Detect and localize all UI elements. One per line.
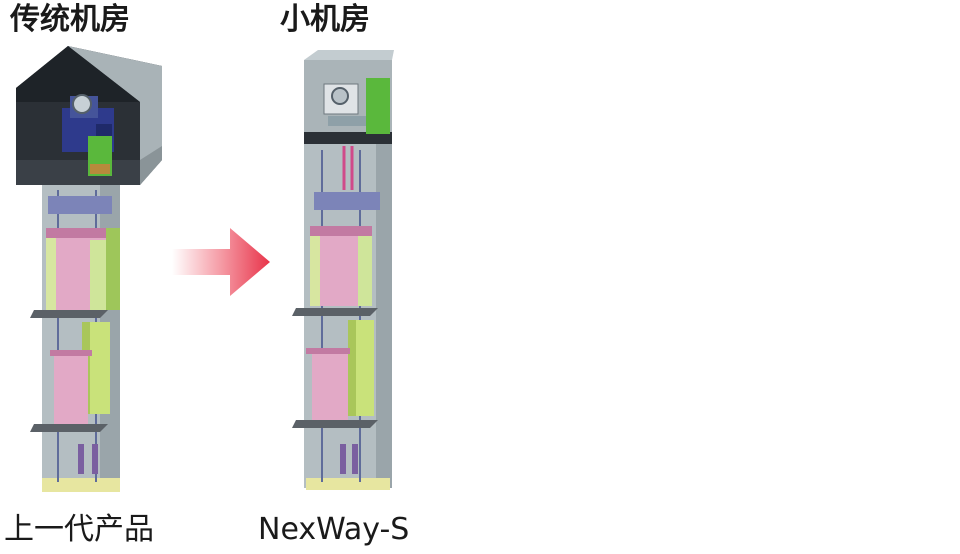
label-traditional-machine-room: 传统机房 [10, 2, 130, 37]
landing-door-lower [306, 348, 350, 420]
traction-machine [62, 94, 114, 176]
label-previous-generation: 上一代产品 [4, 512, 154, 547]
label-nexway-s: NexWay-S [258, 512, 410, 547]
transition-arrow [172, 228, 270, 296]
pit-buffers [340, 444, 358, 474]
landing-sill-lower [30, 424, 108, 432]
label-small-machine-room: 小机房 [280, 2, 370, 37]
traditional-elevator-illustration [16, 46, 162, 492]
landing-door-lower [50, 350, 92, 424]
counterweight [348, 320, 374, 416]
landing-sill-upper [292, 308, 378, 316]
nexway-s-elevator-illustration [292, 50, 394, 490]
landing-sill-upper [30, 310, 108, 318]
landing-sill-lower [292, 420, 378, 428]
elevator-car [46, 196, 120, 310]
compact-traction-machine [323, 78, 390, 134]
pit-buffers [78, 444, 98, 474]
elevator-car [310, 192, 380, 306]
